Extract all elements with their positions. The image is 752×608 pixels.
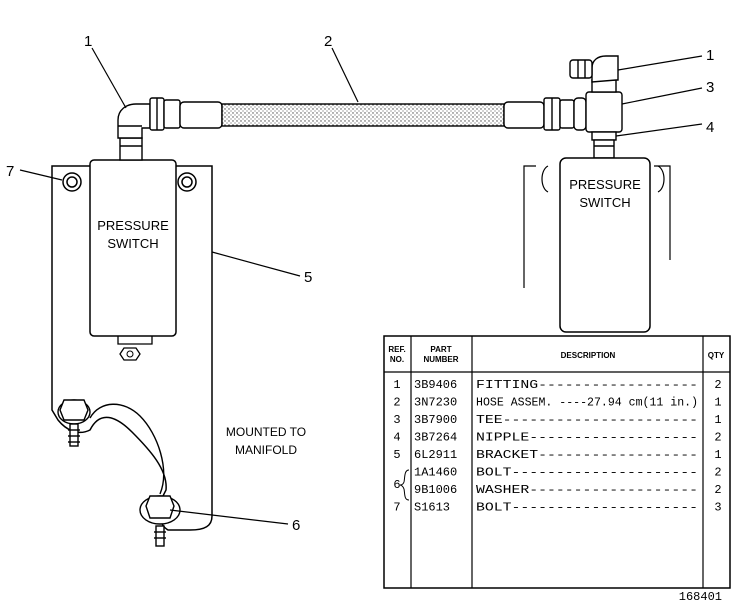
table-row: 3 3B7900 TEE---------------------- 1 bbox=[393, 413, 721, 427]
th-qty: QTY bbox=[708, 351, 725, 360]
hose-assembly bbox=[221, 103, 505, 127]
fitting-elbow-right bbox=[569, 55, 619, 93]
cell-part: 6L2911 bbox=[414, 448, 457, 462]
cell-part: 3B7900 bbox=[414, 413, 457, 427]
callout-4: 4 bbox=[706, 119, 714, 136]
cell-qty: 3 bbox=[714, 501, 721, 515]
cell-desc: FITTING------------------ bbox=[476, 378, 698, 392]
callout-1-left: 1 bbox=[84, 33, 92, 50]
switch-right-line2: SWITCH bbox=[579, 195, 630, 210]
leader-lines bbox=[19, 47, 703, 525]
cell-ref: 5 bbox=[393, 448, 400, 462]
th-part-2: NUMBER bbox=[423, 355, 458, 364]
table-row: 2 3N7230 HOSE ASSEM. ----27.94 cm(11 in.) 1 bbox=[393, 396, 721, 410]
cell-desc: BOLT--------------------- bbox=[476, 466, 698, 480]
cell-qty: 2 bbox=[714, 378, 721, 392]
cell-desc: HOSE ASSEM. ----27.94 cm(11 in.) bbox=[476, 396, 698, 410]
cell-part: 3B7264 bbox=[414, 431, 457, 445]
mount-note-line2: MANIFOLD bbox=[235, 443, 297, 457]
cell-part: 3B9406 bbox=[414, 378, 457, 392]
switch-left-line1: PRESSURE bbox=[97, 218, 169, 233]
cell-desc: WASHER------------------- bbox=[476, 483, 698, 497]
table-rows: 1 3B9406 FITTING------------------ 2 2 3N7230… bbox=[393, 378, 721, 515]
cell-ref: 3 bbox=[393, 413, 400, 427]
hose-end-left bbox=[149, 97, 223, 131]
table-row: 1 3B9406 FITTING------------------ 2 bbox=[393, 378, 721, 392]
cell-ref: 7 bbox=[393, 501, 400, 515]
hose-end-right bbox=[503, 97, 575, 131]
figure-number: 168401 bbox=[679, 590, 722, 604]
callout-6: 6 bbox=[292, 517, 300, 534]
tee-fitting bbox=[573, 91, 623, 141]
cell-desc: TEE---------------------- bbox=[476, 413, 698, 427]
fitting-elbow-left bbox=[117, 103, 151, 161]
callout-3: 3 bbox=[706, 79, 714, 96]
th-ref-2: NO. bbox=[390, 355, 404, 364]
cell-qty: 2 bbox=[714, 483, 721, 497]
pressure-switch-right: PRESSURE SWITCH bbox=[523, 157, 671, 333]
th-part-1: PART bbox=[430, 345, 451, 354]
callout-1-right: 1 bbox=[706, 47, 714, 64]
bolt-assembly-6 bbox=[57, 399, 181, 547]
th-ref-1: REF. bbox=[388, 345, 405, 354]
table-row: 4 3B7264 NIPPLE------------------- 2 bbox=[393, 431, 721, 445]
cell-qty: 2 bbox=[714, 466, 721, 480]
cell-part: S1613 bbox=[414, 501, 450, 515]
cell-desc: BRACKET------------------ bbox=[476, 448, 698, 462]
cell-desc: NIPPLE------------------- bbox=[476, 431, 698, 445]
table-row: 7 S1613 BOLT--------------------- 3 bbox=[393, 501, 721, 515]
cell-ref: 4 bbox=[393, 431, 400, 445]
switch-left-line2: SWITCH bbox=[107, 236, 158, 251]
cell-part: 9B1006 bbox=[414, 483, 457, 497]
pressure-switch-left: PRESSURE SWITCH bbox=[89, 159, 177, 361]
cell-qty: 1 bbox=[714, 413, 721, 427]
callout-2: 2 bbox=[324, 33, 332, 50]
table-row: 9B1006 WASHER------------------- 2 bbox=[414, 483, 722, 497]
cell-qty: 1 bbox=[714, 448, 721, 462]
cell-part: 3N7230 bbox=[414, 396, 457, 410]
cell-ref: 1 bbox=[393, 378, 400, 392]
callout-7: 7 bbox=[6, 163, 14, 180]
th-description: DESCRIPTION bbox=[561, 351, 616, 360]
table-row: 1A1460 BOLT--------------------- 2 bbox=[414, 466, 722, 480]
cell-desc: BOLT--------------------- bbox=[476, 501, 698, 515]
table-row: 5 6L2911 BRACKET------------------ 1 bbox=[393, 448, 721, 462]
group-ref-6: 6 bbox=[393, 478, 400, 492]
cell-qty: 1 bbox=[714, 396, 721, 410]
cell-ref: 2 bbox=[393, 396, 400, 410]
callout-5: 5 bbox=[304, 269, 312, 286]
cell-part: 1A1460 bbox=[414, 466, 457, 480]
mount-note-line1: MOUNTED TO bbox=[226, 425, 306, 439]
cell-qty: 2 bbox=[714, 431, 721, 445]
switch-right-line1: PRESSURE bbox=[569, 177, 641, 192]
nipple-fitting bbox=[593, 139, 615, 159]
